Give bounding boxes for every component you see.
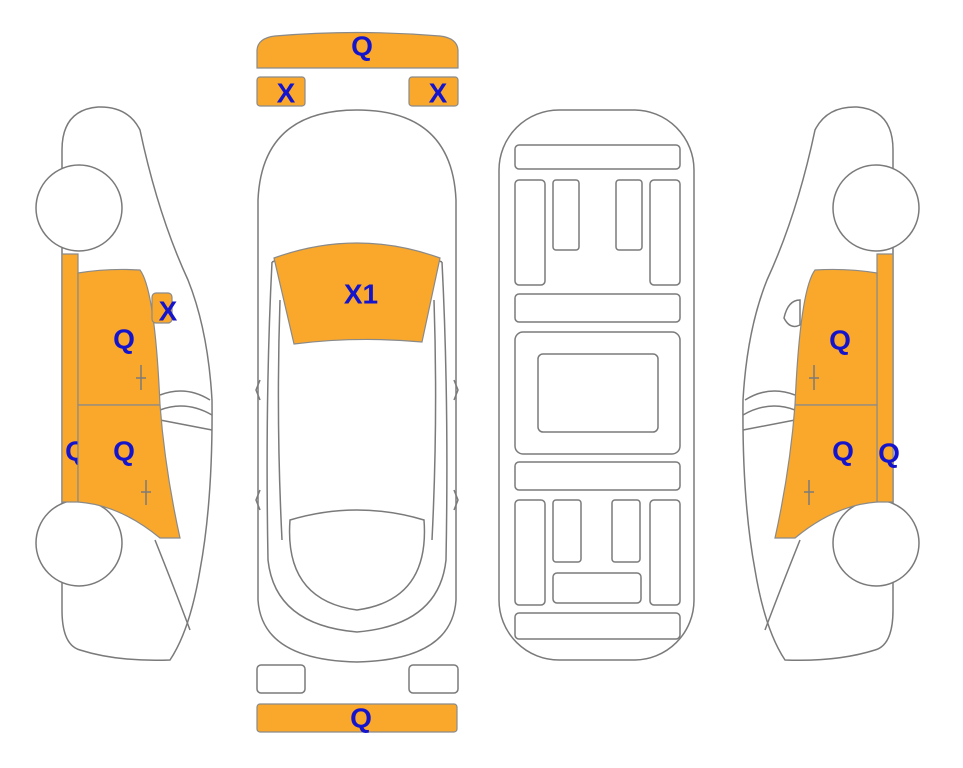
right-rear-wheel [832, 499, 920, 587]
right-rear-door-label: Q [832, 436, 854, 467]
left-front-door-part[interactable]: Q [77, 268, 161, 406]
left-rear-door-part[interactable]: Q [77, 404, 181, 539]
rear-bumper-part[interactable]: Q [256, 703, 458, 734]
right-front-wheel [832, 164, 920, 252]
left-mirror-part[interactable]: X [151, 292, 178, 327]
right-rocker-part[interactable]: Q [876, 253, 900, 503]
front-left-light-label: X [277, 78, 296, 109]
left-front-wheel [35, 164, 123, 252]
right-rocker-label: Q [878, 438, 900, 469]
left-rear-door-label: Q [113, 436, 135, 467]
front-bumper-part[interactable]: Q [256, 31, 459, 69]
car-underbody-view [498, 109, 695, 661]
left-front-door-label: Q [113, 324, 135, 355]
front-right-light-label: X [429, 78, 448, 109]
right-front-door-label: Q [829, 325, 851, 356]
right-rear-door-part[interactable]: Q [774, 404, 878, 539]
rear-bumper-label: Q [350, 703, 372, 734]
front-left-light-part[interactable]: X [256, 76, 306, 109]
car-top-view [255, 109, 459, 663]
rear-left-light-part[interactable] [256, 664, 306, 694]
windshield-label: X1 [344, 279, 378, 310]
right-mirror-part[interactable] [783, 299, 801, 328]
left-mirror-label: X [159, 296, 178, 327]
front-right-light-part[interactable]: X [408, 76, 459, 109]
left-rear-wheel [35, 499, 123, 587]
windshield-part[interactable]: X1 [273, 242, 441, 345]
right-front-door-part[interactable]: Q [794, 268, 878, 406]
front-bumper-label: Q [351, 31, 373, 62]
rear-right-light-part[interactable] [408, 664, 459, 694]
